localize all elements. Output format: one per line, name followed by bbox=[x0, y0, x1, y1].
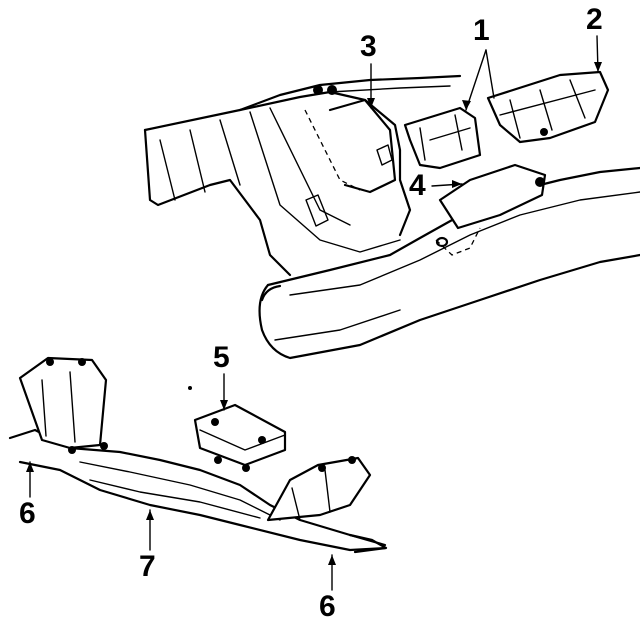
arrowheads bbox=[26, 62, 602, 565]
crossmember-7 bbox=[8, 356, 388, 554]
transmission-mount-5 bbox=[193, 403, 287, 472]
engine-mount-1 bbox=[403, 106, 482, 170]
callout-1: 1 bbox=[473, 14, 490, 47]
callout-7: 7 bbox=[139, 550, 156, 583]
engine-mount-2 bbox=[486, 70, 610, 144]
callout-3: 3 bbox=[360, 30, 377, 63]
frame-mount-4 bbox=[435, 163, 547, 256]
frame-rail-assembly bbox=[143, 74, 640, 360]
callout-5: 5 bbox=[213, 341, 230, 374]
callout-6-left: 6 bbox=[19, 497, 36, 530]
callout-4: 4 bbox=[409, 169, 426, 202]
callout-6-right: 6 bbox=[319, 590, 336, 623]
callout-2: 2 bbox=[586, 3, 603, 36]
mount-bracket-3 bbox=[304, 85, 397, 194]
